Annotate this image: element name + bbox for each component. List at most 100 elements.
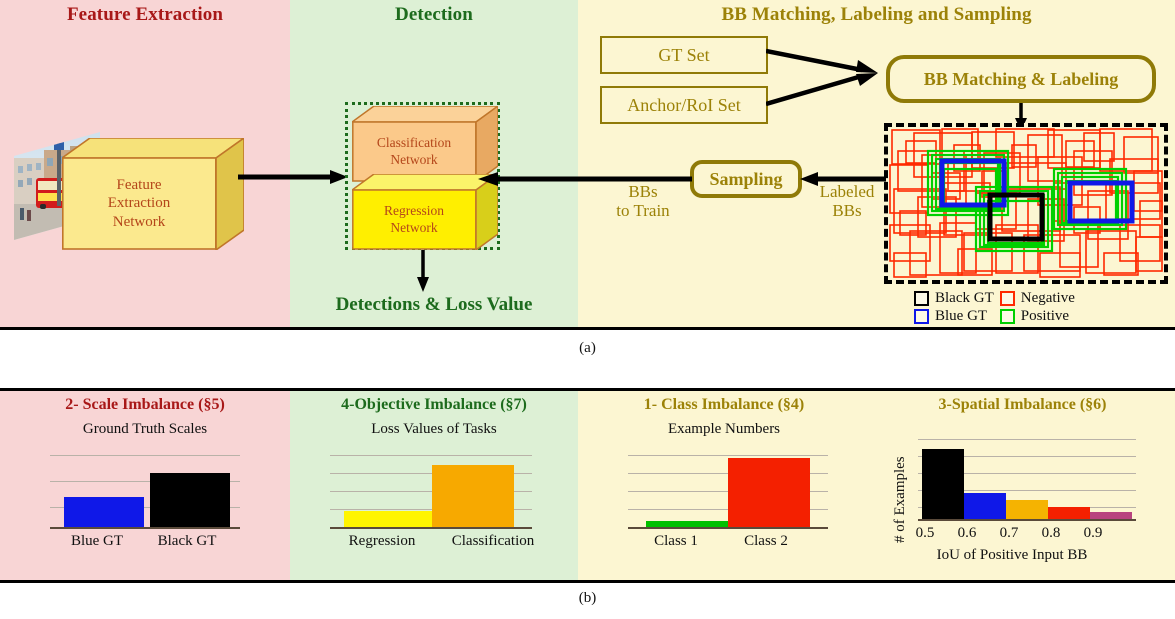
gridline xyxy=(330,473,532,474)
chart-panel-objective-imbalance: 4-Objective Imbalance (§7) Loss Values o… xyxy=(290,391,578,580)
x-axis-line xyxy=(50,526,240,529)
bar-blue-gt xyxy=(64,497,144,527)
detections-loss-value-label: Detections & Loss Value xyxy=(335,294,533,315)
feature-box-svg xyxy=(59,136,247,252)
legend-label-negative: Negative xyxy=(1020,290,1075,306)
caption-a: (a) xyxy=(579,340,596,356)
regression-box-svg xyxy=(349,172,501,252)
classification-network-box: Classification Network xyxy=(349,104,501,184)
legend-label-positive: Positive xyxy=(1020,308,1070,324)
gridline xyxy=(330,509,532,510)
gridline xyxy=(918,490,1136,491)
classification-box-svg xyxy=(349,104,501,184)
gridline xyxy=(50,507,240,508)
chart-subtitle-scale-imbalance: Ground Truth Scales xyxy=(82,421,208,437)
xtick-class-1: Class 1 xyxy=(654,533,698,549)
bar-iou-07 xyxy=(1006,500,1048,519)
feature-extraction-network-box: Feature Extraction Network xyxy=(59,136,247,252)
bounding-box-visualization xyxy=(884,123,1168,284)
arrow-gt-to-matching xyxy=(765,48,878,74)
labeled-bbs-label: Labeled BBs xyxy=(819,182,875,221)
plot-area-class-imbalance xyxy=(628,451,828,529)
gridline xyxy=(330,455,532,456)
gridline xyxy=(50,481,240,482)
legend-swatch-blue-gt xyxy=(914,309,929,324)
gridline xyxy=(330,491,532,492)
anchor-roi-set-label: Anchor/RoI Set xyxy=(627,94,741,115)
arrow-bbimage-to-sampling xyxy=(800,170,886,188)
chart-panel-class-imbalance: 1- Class Imbalance (§4) Example Numbers … xyxy=(578,391,870,580)
bar-classification xyxy=(432,465,514,527)
chart-panel-spatial-imbalance: 3-Spatial Imbalance (§6) # of Examples 0… xyxy=(870,391,1175,580)
x-axis-line xyxy=(918,518,1136,521)
xtick-class-2: Class 2 xyxy=(744,533,788,549)
bar-iou-05 xyxy=(922,449,964,519)
chart-title-objective-imbalance: 4-Objective Imbalance (§7) xyxy=(341,396,527,413)
bar-class-1 xyxy=(646,521,728,527)
xtick-08: 0.8 xyxy=(1041,525,1061,541)
sampling-box: Sampling xyxy=(690,160,802,198)
bb-matching-labeling-box: BB Matching & Labeling xyxy=(886,55,1156,103)
bar-iou-09 xyxy=(1090,512,1132,519)
xtick-05: 0.5 xyxy=(915,525,935,541)
bb-overlay-svg xyxy=(889,128,1163,278)
xtick-07: 0.7 xyxy=(999,525,1019,541)
bar-iou-08 xyxy=(1048,507,1090,519)
caption-b: (b) xyxy=(578,590,597,606)
chart-title-class-imbalance: 1- Class Imbalance (§4) xyxy=(643,396,805,413)
column-title-detection: Detection xyxy=(395,4,473,25)
arrow-detection-to-loss xyxy=(414,250,432,292)
x-axis-line xyxy=(330,526,532,529)
figure-a-bottom-rule xyxy=(0,327,1175,330)
sampling-label: Sampling xyxy=(709,168,783,189)
gt-set-label: GT Set xyxy=(658,44,710,65)
chart-title-spatial-imbalance: 3-Spatial Imbalance (§6) xyxy=(938,396,1107,413)
anchor-roi-set-box: Anchor/RoI Set xyxy=(600,86,768,124)
gridline xyxy=(918,473,1136,474)
arrow-anchor-to-matching xyxy=(765,72,878,107)
gridline xyxy=(918,439,1136,440)
chart-subtitle-objective-imbalance: Loss Values of Tasks xyxy=(371,421,497,437)
gridline xyxy=(628,455,828,456)
plot-area-objective-imbalance xyxy=(330,451,532,529)
bar-iou-06 xyxy=(964,493,1006,519)
regression-network-label: Regression Network xyxy=(384,203,444,235)
bar-class-2 xyxy=(728,458,810,527)
figure-b: 2- Scale Imbalance (§5) Ground Truth Sca… xyxy=(0,388,1175,583)
xtick-classification: Classification xyxy=(451,533,535,549)
figure-b-top-rule xyxy=(0,388,1175,391)
chart-title-scale-imbalance: 2- Scale Imbalance (§5) xyxy=(65,396,225,413)
xtick-06: 0.6 xyxy=(957,525,977,541)
x-axis-line xyxy=(628,526,828,529)
legend-swatch-positive xyxy=(999,309,1015,324)
bbs-to-train-label: BBs to Train xyxy=(616,182,670,221)
column-title-bb-matching: BB Matching, Labeling and Sampling xyxy=(721,4,1032,25)
legend-label-blue-gt: Blue GT xyxy=(935,308,988,324)
regression-network-box: Regression Network xyxy=(349,172,501,252)
arrow-sampling-to-detection xyxy=(478,170,692,188)
gt-set-box: GT Set xyxy=(600,36,768,74)
feature-extraction-network-label: Feature Extraction Network xyxy=(107,177,171,230)
xtick-09: 0.9 xyxy=(1083,525,1103,541)
figure-b-bottom-rule xyxy=(0,580,1175,583)
gridline xyxy=(918,456,1136,457)
x-axis-label-spatial: IoU of Positive Input BB xyxy=(936,547,1088,563)
bb-matching-labeling-label: BB Matching & Labeling xyxy=(923,68,1119,89)
xtick-blue-gt: Blue GT xyxy=(70,533,124,549)
chart-subtitle-class-imbalance: Example Numbers xyxy=(667,421,781,437)
chart-panel-scale-imbalance: 2- Scale Imbalance (§5) Ground Truth Sca… xyxy=(0,391,290,580)
bar-regression xyxy=(344,511,432,527)
xtick-regression: Regression xyxy=(348,533,416,549)
legend-swatch-negative xyxy=(999,291,1015,306)
xtick-black-gt: Black GT xyxy=(157,533,217,549)
arrow-features-to-detection xyxy=(238,168,348,186)
legend-swatch-black-gt xyxy=(914,291,929,306)
plot-area-spatial-imbalance xyxy=(918,435,1136,521)
bb-legend: Black GT Negative Blue GT Positive xyxy=(914,290,1075,325)
bar-black-gt xyxy=(150,473,230,527)
gridline xyxy=(50,455,240,456)
plot-area-scale-imbalance xyxy=(50,451,240,529)
figure-a: Feature Extraction Detection BB Matching… xyxy=(0,0,1175,330)
column-title-feature-extraction: Feature Extraction xyxy=(66,4,224,25)
classification-network-label: Classification Network xyxy=(376,135,452,167)
